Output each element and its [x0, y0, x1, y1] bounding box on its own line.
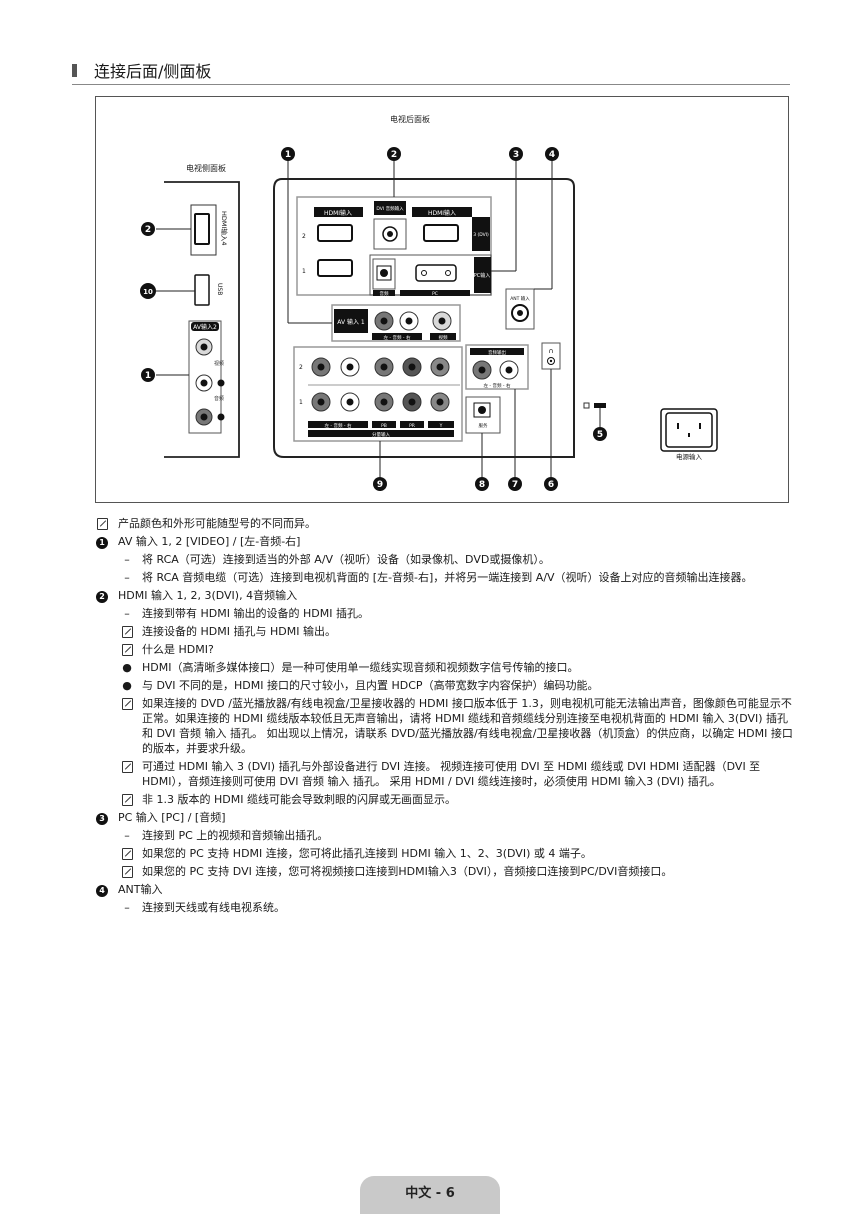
callout-6: 6	[548, 480, 554, 490]
av-in1-label: AV 输入 1	[337, 318, 365, 326]
note-line: 什么是 HDMI?	[95, 642, 795, 657]
note-icon	[121, 761, 133, 773]
hdmi-in-label-3: HDMI输入	[428, 209, 456, 217]
audio-out-bottom: 左 - 音频 - 右	[484, 382, 511, 389]
dvi-audio-label: DVI 音频输入	[376, 205, 404, 212]
footer-language: 中文	[405, 1186, 432, 1201]
header-marker	[72, 64, 77, 77]
dvi-label: 3 (DVI)	[473, 232, 489, 238]
dash-line: –将 RCA（可选）连接到适当的外部 A/V（视听）设备（如录像机、DVD或摄像…	[124, 553, 550, 566]
av-audio-label: 左 - 音频 - 右	[384, 334, 411, 341]
diagram-svg: 电视后面板 电视侧面板 HDMI输入4 USB AV输入2 视频 音频 HDMI…	[140, 114, 718, 491]
rear-panel-title: 电视后面板	[390, 114, 430, 124]
number-4-icon: 4	[96, 885, 108, 897]
ant-in-label: ANT 输入	[510, 295, 530, 302]
callout-1-side: 1	[145, 371, 151, 381]
comp-audio-label: 左 - 音频 - 右	[325, 422, 352, 429]
callout-9: 9	[377, 480, 383, 490]
comp-pr-label: PR	[409, 423, 415, 429]
page-number-tab: 中文 - 6	[360, 1176, 500, 1214]
note-icon	[121, 848, 133, 860]
comp-y-label: Y	[439, 423, 443, 429]
side-hdmi-label: HDMI输入4	[220, 211, 229, 246]
note-icon	[121, 794, 133, 806]
note-icon	[121, 698, 133, 710]
bullet-line: ●与 DVI 不同的是，HDMI 接口的尺寸较小，且内置 HDCP（高带宽数字内…	[122, 679, 599, 692]
number-3-icon: 3	[96, 813, 108, 825]
note-line: 如果连接的 DVD /蓝光播放器/有线电视盒/卫星接收器的 HDMI 接口版本低…	[95, 696, 795, 756]
note-icon	[121, 626, 133, 638]
section-header: 连接后面/侧面板	[72, 58, 790, 85]
dash-line: –连接到 PC 上的视频和音频输出插孔。	[124, 829, 329, 842]
note-line: 如果您的 PC 支持 HDMI 连接，您可将此插孔连接到 HDMI 输入 1、2…	[95, 846, 795, 861]
row-2-label: 2	[302, 233, 306, 240]
dash-line: –连接到天线或有线电视系统。	[124, 901, 285, 914]
row-1-label: 1	[302, 268, 306, 275]
callout-1: 1	[285, 150, 291, 160]
footer-page-number: - 6	[435, 1186, 455, 1201]
number-1-icon: 1	[96, 537, 108, 549]
note-icon	[121, 866, 133, 878]
dash-line: –连接到带有 HDMI 输出的设备的 HDMI 插孔。	[124, 607, 369, 620]
side-audio-label: 音频	[214, 395, 224, 402]
callout-8: 8	[479, 480, 485, 490]
av-video-label: 视频	[439, 334, 448, 341]
bullet-line: ●HDMI（高清晰多媒体接口）是一种可使用单一缆线实现音频和视频数字信号传输的接…	[122, 661, 579, 674]
callout-2-side: 2	[145, 225, 151, 235]
callout-4: 4	[549, 150, 555, 160]
power-in-label: 电源输入	[676, 452, 703, 461]
note-line: 非 1.3 版本的 HDMI 缆线可能会导致刺眼的闪屏或无画面显示。	[95, 792, 795, 807]
pc-audio-label: 音频	[380, 290, 389, 297]
note-line: 如果您的 PC 支持 DVI 连接，您可将视频接口连接到HDMI输入3（DVI）…	[95, 864, 795, 879]
note-line: 连接设备的 HDMI 插孔与 HDMI 输出。	[95, 624, 795, 639]
component-in-label: 分量输入	[372, 431, 390, 438]
svg-text:∩: ∩	[548, 347, 553, 355]
comp-row-1: 1	[299, 399, 303, 406]
hdmi-in-label: HDMI输入	[324, 209, 352, 217]
page-title: 连接后面/侧面板	[94, 62, 212, 81]
dash-line: –将 RCA 音频电缆（可选）连接到电视机背面的 [左-音频-右]，并将另一端连…	[124, 571, 753, 584]
number-2-icon: 2	[96, 591, 108, 603]
callout-5: 5	[597, 430, 603, 440]
pc-label: PC	[432, 291, 438, 297]
pc-in-label: PC输入	[474, 272, 491, 279]
comp-pb-label: PB	[381, 423, 387, 429]
callout-7: 7	[512, 480, 518, 490]
callout-3: 3	[513, 150, 519, 160]
note-line: 产品颜色和外形可能随型号的不同而异。	[95, 516, 795, 531]
side-video-label: 视频	[214, 360, 224, 367]
comp-row-2: 2	[299, 364, 303, 371]
callout-10: 10	[143, 288, 153, 296]
note-icon	[121, 644, 133, 656]
side-usb-label: USB	[216, 283, 223, 295]
side-panel-title: 电视侧面板	[186, 163, 226, 173]
note-line: 可通过 HDMI 输入 3 (DVI) 插孔与外部设备进行 DVI 连接。 视频…	[95, 759, 795, 789]
component-jacks	[311, 357, 450, 412]
side-av2-label: AV输入2	[193, 323, 217, 331]
note-icon	[95, 516, 109, 534]
connection-diagram: 电视后面板 电视侧面板 HDMI输入4 USB AV输入2 视频 音频 HDMI…	[95, 96, 789, 503]
audio-out-label: 音频输出	[488, 349, 506, 356]
service-label: 服务	[479, 422, 488, 429]
callout-2: 2	[391, 150, 397, 160]
